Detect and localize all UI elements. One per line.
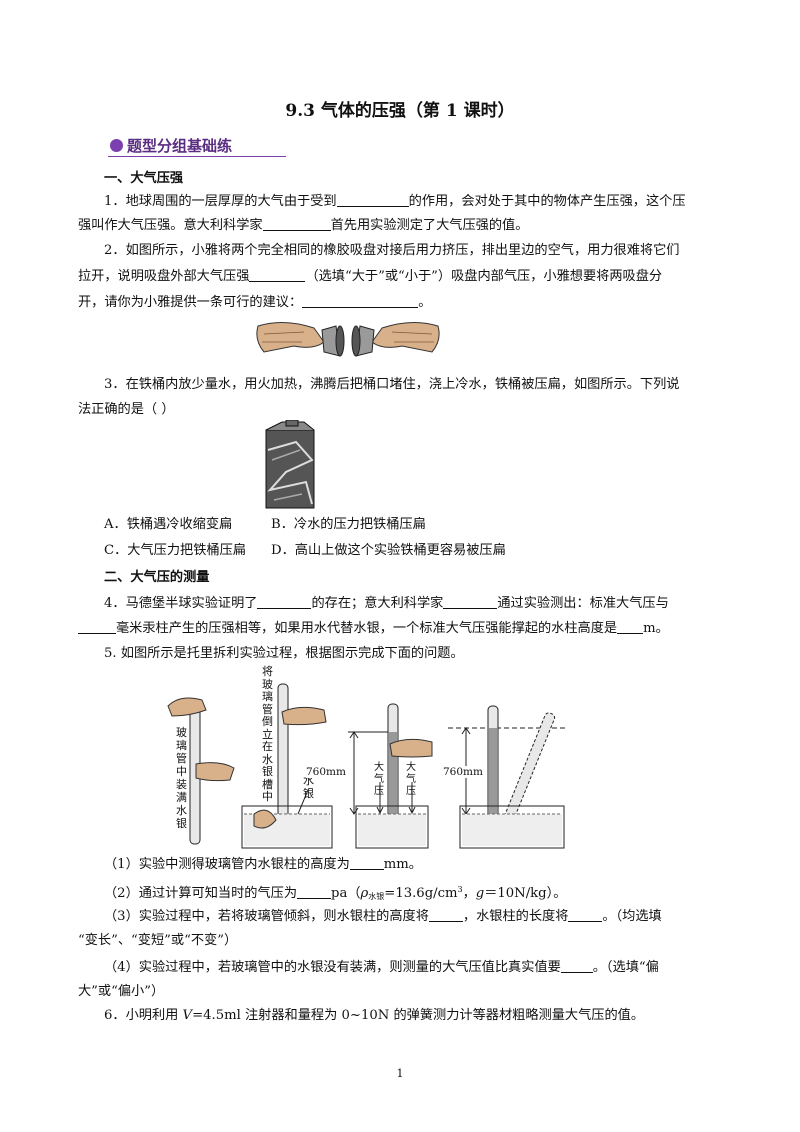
answer-blank[interactable] (349, 855, 384, 870)
q5-sub3-line1: （3）实验过程中，若将玻璃管倾斜，则水银柱的高度将，水银柱的长度将。（均选填 (104, 907, 662, 924)
answer-blank[interactable] (336, 192, 409, 207)
part2-heading: 二、大气压的测量 (104, 570, 210, 585)
fig-label-invert-tube: 将玻璃管倒立在水银槽中 (262, 665, 273, 803)
suction-cup-hands-figure (256, 322, 440, 357)
answer-blank[interactable] (249, 267, 306, 282)
q5-intro: 5. 如图所示是托里拆利实验过程，根据图示完成下面的问题。 (104, 646, 464, 661)
crushed-iron-can-figure (265, 420, 315, 509)
q3-option-b[interactable]: B．冷水的压力把铁桶压扁 (271, 517, 426, 532)
part1-heading: 一、大气压强 (104, 171, 184, 186)
q3-option-d[interactable]: D．高山上做这个实验铁桶更容易被压扁 (271, 543, 506, 558)
panel-tilted-tube (448, 705, 566, 849)
answer-blank[interactable] (257, 594, 312, 609)
q4-line1: 4．马德堡半球实验证明了的存在；意大利科学家通过实验测出：标准大气压与 (104, 594, 669, 611)
answer-blank[interactable] (297, 884, 332, 899)
answer-blank[interactable] (617, 619, 644, 634)
q2-line1: 2．如图所示，小雅将两个完全相同的橡胶吸盘对接后用力挤压，排出里边的空气，用力很… (104, 243, 680, 258)
q3-line2: 法正确的是（ ） (78, 402, 175, 417)
left-hand-with-cup (256, 322, 345, 357)
q6-line1: 6．小明利用 V=4.5ml 注射器和量程为 0~10N 的弹簧测力计等器材粗略… (104, 1008, 645, 1023)
fig-label-mercury: 水银 (303, 774, 314, 800)
torricelli-experiment-figure (167, 683, 566, 849)
answer-blank[interactable] (302, 293, 419, 308)
q5-sub3-line2: “变长”、“变短”或“不变”） (78, 933, 238, 948)
answer-blank[interactable] (262, 216, 331, 231)
q3-option-c[interactable]: C．大气压力把铁桶压扁 (104, 543, 246, 558)
panel-invert-tube (241, 683, 333, 849)
section-underline (108, 156, 286, 157)
page-number: 1 (396, 1067, 404, 1080)
fig-label-atm-1: 大气压 (374, 762, 384, 797)
q1-line1: 1．地球周围的一层厚厚的大气由于受到的作用，会对处于其中的物体产生压强，这个压 (104, 192, 686, 209)
q5-sub4-line2: 大”或“偏小”） (78, 984, 165, 999)
q2-line2: 拉开，说明吸盘外部大气压强（选填“大于”或“小于”）吸盘内部气压，小雅想要将两吸… (78, 267, 663, 284)
right-hand-with-cup (351, 322, 440, 357)
panel-fill-tube (167, 697, 235, 845)
q3-option-a[interactable]: A．铁桶遇冷收缩变扁 (104, 517, 233, 532)
page-title: 9.3 气体的压强（第 1 课时） (285, 101, 515, 121)
q3-line1: 3．在铁桶内放少量水，用火加热，沸腾后把桶口堵住，浇上冷水，铁桶被压扁，如图所示… (104, 377, 680, 392)
section-header-text: 题型分组基础练 (127, 137, 233, 155)
q1-line2: 强叫作大气压强。意大利科学家首先用实验测定了大气压强的值。 (78, 216, 529, 233)
bullet-icon (110, 139, 123, 152)
section-header: 题型分组基础练 (110, 135, 232, 156)
fig-label-atm-2: 大气压 (406, 762, 416, 797)
answer-blank[interactable] (78, 619, 116, 634)
answer-blank[interactable] (560, 958, 593, 973)
q5-sub4-line1: （4）实验过程中，若玻璃管中的水银没有装满，则测量的大气压值比真实值要。（选填“… (104, 958, 659, 975)
fig-label-760-a: 760mm (306, 766, 346, 778)
fig-label-fill-tube: 玻璃管中装满水银 (176, 726, 187, 830)
answer-blank[interactable] (428, 907, 463, 922)
answer-blank[interactable] (568, 907, 603, 922)
fig-label-760-b: 760mm (443, 766, 483, 778)
panel-measure-760 (348, 703, 433, 849)
answer-blank[interactable] (443, 594, 498, 609)
q2-line3: 开，请你为小雅提供一条可行的建议：。 (78, 293, 432, 310)
